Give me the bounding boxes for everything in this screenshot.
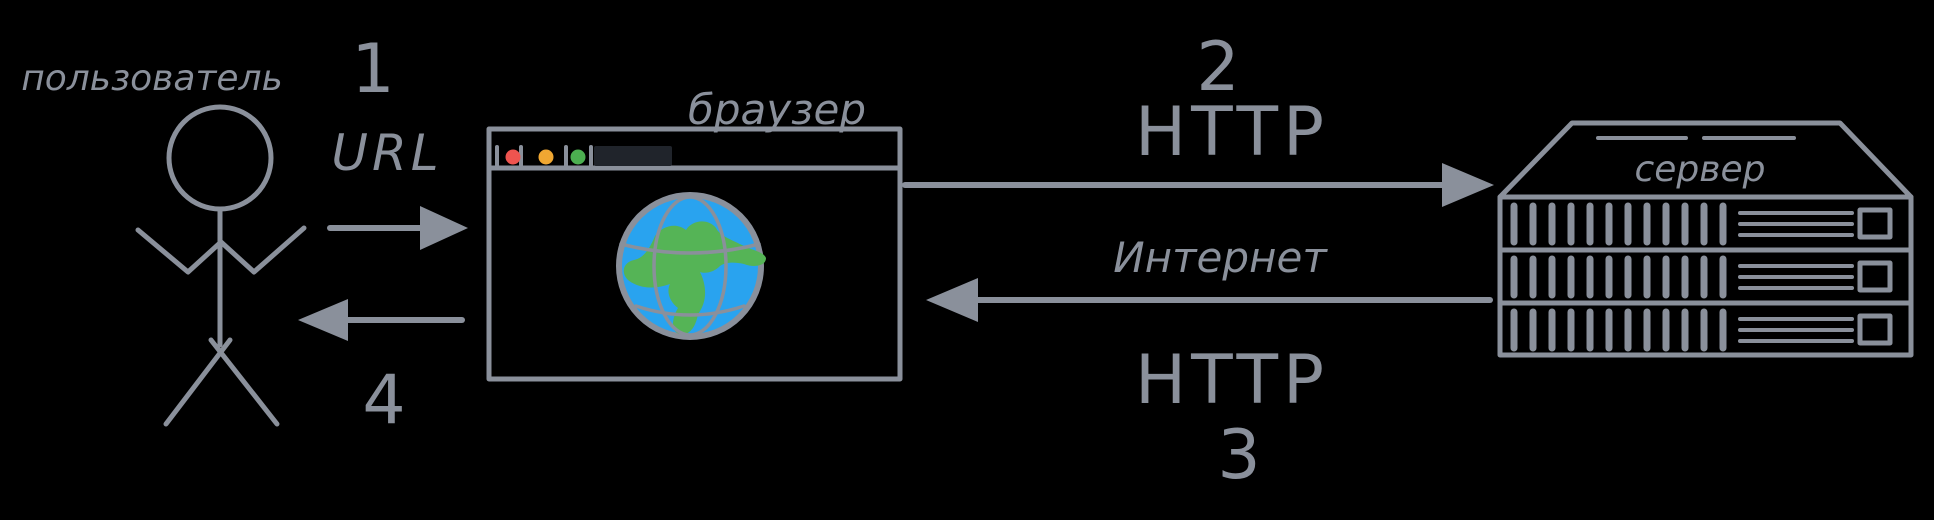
server-row [1514, 312, 1890, 348]
internet-label: Интернет [1113, 233, 1328, 282]
arrow-return-to-user [298, 299, 465, 341]
user-arms [135, 225, 307, 275]
traffic-light-yellow-icon [538, 149, 554, 165]
traffic-light-icons [505, 149, 586, 165]
arrow-http-response-head [926, 278, 978, 322]
arrow-http-request [902, 163, 1494, 207]
arrow-return-head [298, 299, 348, 341]
globe-icon [616, 192, 766, 340]
server-chassis [1497, 194, 1914, 358]
step-1-label: 1 [351, 30, 394, 109]
server-row [1514, 206, 1890, 242]
browser-title-label: браузер [688, 85, 866, 134]
browser-window [486, 126, 903, 382]
arrow-url-request [327, 206, 468, 250]
step-4-label: 4 [362, 361, 405, 440]
user-legs [163, 337, 280, 427]
browser-titlebar-ticks [495, 145, 593, 169]
server-label: сервер [1634, 149, 1765, 190]
url-label: URL [331, 124, 442, 182]
traffic-light-green-icon [570, 149, 586, 165]
arrow-http-request-head [1442, 163, 1494, 207]
step-2-label: 2 [1196, 28, 1239, 107]
arrow-http-response [926, 278, 1493, 322]
arrow-url-head [420, 206, 468, 250]
server-rack [1497, 120, 1914, 358]
browser-address-bar [594, 146, 672, 166]
user-label: пользователь [21, 58, 283, 99]
globe-grid [619, 195, 761, 337]
browser-frame [486, 126, 903, 382]
http-request-label: HTTP [1135, 93, 1329, 172]
traffic-light-red-icon [505, 149, 521, 165]
step-3-label: 3 [1217, 416, 1260, 495]
user-figure [135, 104, 307, 427]
server-row [1514, 259, 1890, 295]
http-response-label: HTTP [1135, 341, 1329, 420]
